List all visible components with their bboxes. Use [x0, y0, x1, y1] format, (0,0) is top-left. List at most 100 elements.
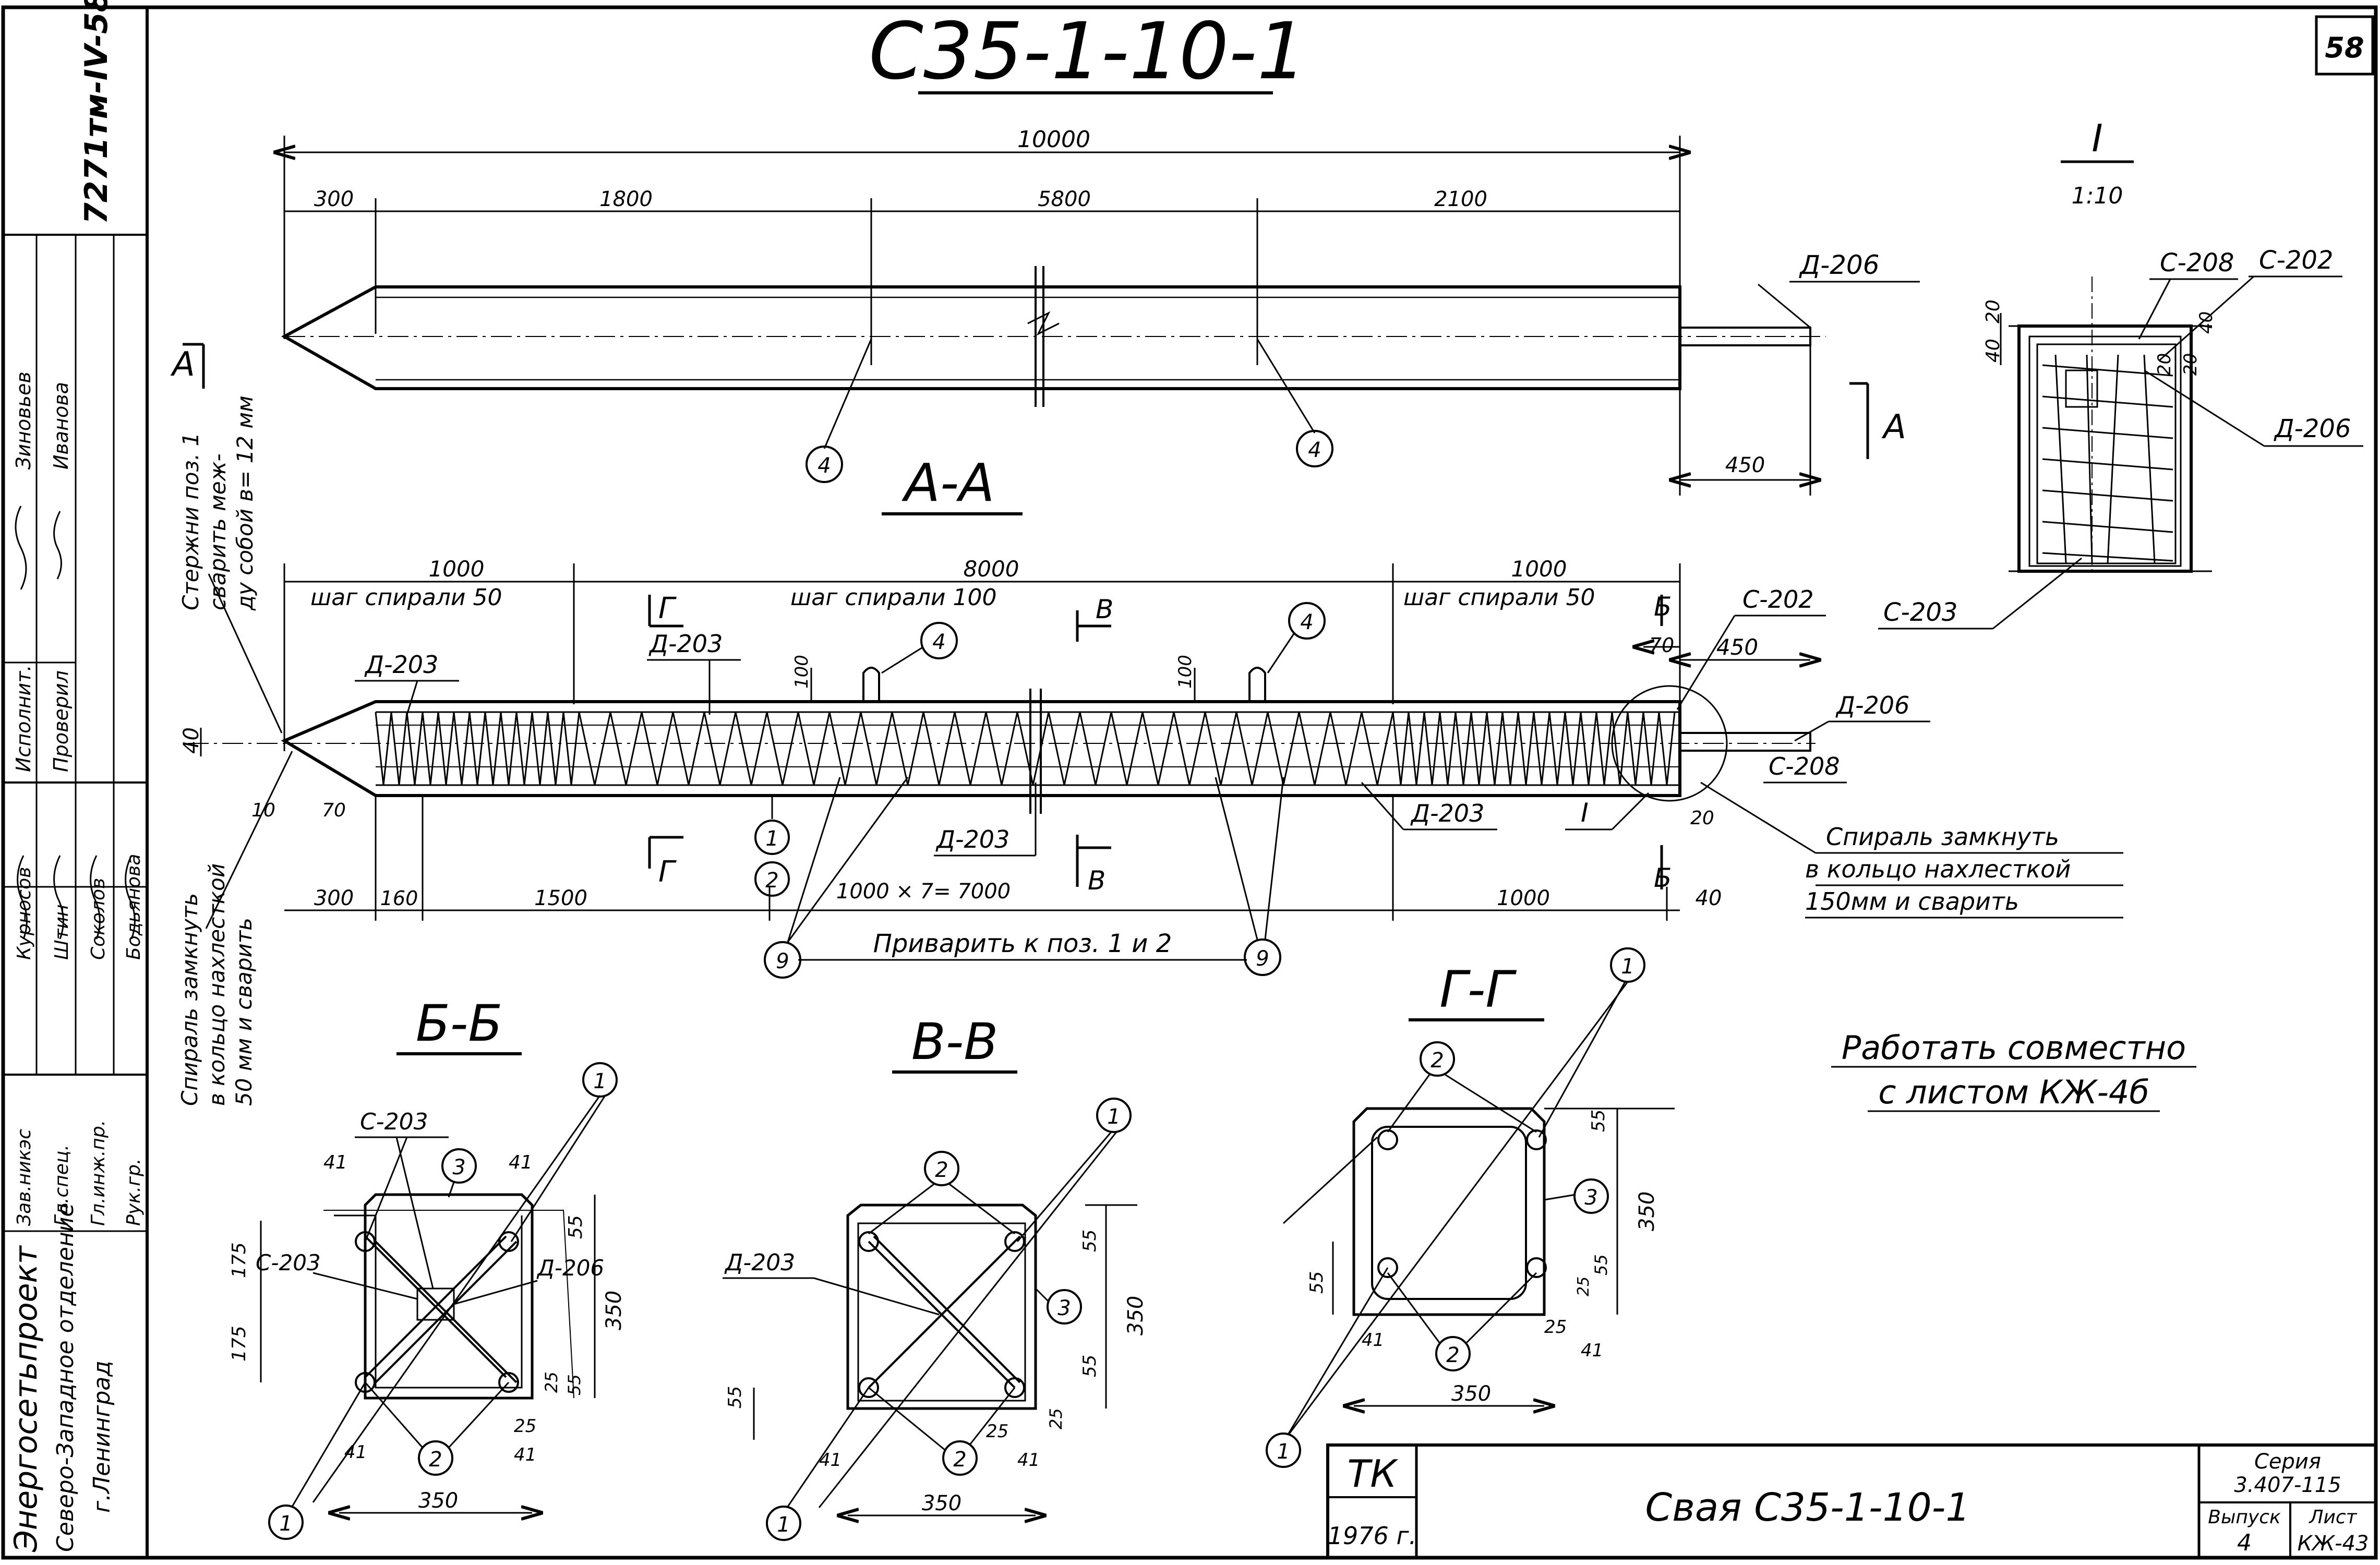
signature-scribble	[90, 855, 101, 940]
lifting-loop	[862, 667, 880, 702]
dim-5800: 5800	[1038, 187, 1091, 211]
position-balloon-2	[1435, 1336, 1471, 1371]
svg-text:4: 4	[1300, 610, 1313, 634]
stamp-name-2: Иванова	[50, 382, 73, 469]
drawing-name: Свая С35-1-10-1	[1645, 1485, 1970, 1530]
series-label: Серия	[2254, 1450, 2321, 1474]
dim-175-bb-1: 175	[229, 1242, 250, 1278]
section-b-b: Б-Б С-203 С-203 Д-206 41 41 175 175 55 3…	[229, 994, 626, 1540]
dim-55-gg-l: 55	[1306, 1271, 1327, 1294]
label-d203-4: Д-203	[1410, 799, 1484, 827]
svg-text:1: 1	[777, 1513, 790, 1537]
label-d203-1: Д-203	[364, 651, 438, 679]
note-spiral-end-2: в кольцо нахлесткой	[1805, 855, 2071, 883]
stamp-role-4: Гл.спец.	[51, 1145, 73, 1226]
dim-25-gg-r: 25	[1544, 1317, 1567, 1338]
svg-text:2: 2	[1446, 1343, 1459, 1367]
pile-outline-top	[281, 285, 1681, 390]
top-view: 10000 300 1800 5800 2100 Д-206 450 А А	[170, 126, 1920, 496]
pitch-label-middle: шаг спирали 100	[790, 584, 996, 611]
dim-40-detail: 40	[1982, 339, 2004, 363]
position-balloon-2	[418, 1440, 453, 1476]
position-balloon-1	[1096, 1098, 1132, 1133]
section-mark-a-left: А	[170, 345, 195, 384]
notes-left: Стержни поз. 1 сварить меж- ду собой в= …	[177, 395, 2196, 1112]
section-mark-a-right: А	[1881, 408, 1906, 447]
signature-scribble	[53, 511, 62, 580]
dim-55-vv-r: 55	[1079, 1230, 1100, 1252]
section-gg-title: Г-Г	[1439, 960, 1517, 1019]
dim-1000-left: 1000	[429, 556, 485, 582]
note-spiral-end-1: Спираль замкнуть	[1826, 823, 2059, 851]
label-c203-bb-top: С-203	[360, 1109, 428, 1135]
organization-city: г.Ленинград	[89, 1361, 115, 1513]
position-balloon-1	[268, 1504, 304, 1540]
svg-text:3: 3	[1584, 1186, 1597, 1210]
sheet-label: Лист	[2308, 1507, 2357, 1528]
note-spiral-tip-3: 50 мм и сварить	[231, 918, 257, 1106]
dim-350-bb-v: 350	[602, 1291, 626, 1330]
position-balloon-2	[924, 1151, 959, 1186]
dim-350-vv-v: 350	[1124, 1296, 1148, 1335]
dim-350-gg-v: 350	[1635, 1191, 1659, 1231]
square-outline	[1352, 1107, 1546, 1316]
label-d206-top: Д-206	[1799, 250, 1880, 280]
dim-41-vv-l: 41	[819, 1450, 842, 1471]
sheet-value: КЖ-43	[2298, 1532, 2369, 1556]
dim-55-vv-r2: 55	[1079, 1355, 1100, 1377]
svg-text:1: 1	[1277, 1440, 1290, 1464]
label-c208-end: С-208	[1769, 752, 1840, 780]
note-bars-tip-3: ду собой в= 12 мм	[232, 395, 258, 611]
organization-name: Энергосетьпроект	[8, 1245, 44, 1552]
note-work-2: с листом КЖ-4б	[1878, 1073, 2149, 1111]
dim-25-bb-b: 25	[514, 1416, 536, 1437]
dim-55-gg-r2: 55	[1591, 1254, 1611, 1275]
dim-350-vv-h: 350	[922, 1491, 961, 1515]
position-balloon-1	[1266, 1432, 1301, 1468]
note-spiral-tip-2: в кольцо нахлесткой	[204, 863, 230, 1106]
drawing-title: С35-1-10-1	[869, 6, 1307, 97]
detail-i-callout-circle	[1611, 685, 1728, 802]
dim-20-detail: 20	[1982, 299, 2004, 323]
position-balloon-4	[1296, 430, 1333, 467]
dim-70-tip: 70	[322, 800, 346, 821]
signature-scribble	[53, 855, 64, 940]
dim-10000: 10000	[1017, 126, 1090, 153]
series-value: 3.407-115	[2234, 1473, 2341, 1497]
detail-i: I 1:10 40 20 40 20 20 С-208 С-202 Д-206 …	[1878, 116, 2363, 630]
dim-350-gg-h: 350	[1451, 1382, 1491, 1406]
dim-20-detail-r: 20	[2180, 353, 2201, 376]
square-outline	[846, 1203, 1037, 1410]
stamp-role-5: Гл.инж.пр.	[88, 1120, 109, 1226]
dim-100-loop-2: 100	[1175, 655, 1196, 689]
svg-text:2: 2	[765, 869, 778, 893]
dim-40-detail-r: 40	[2196, 311, 2217, 334]
side-stamp: 7271тм-IV-58 Исполнит. Зиновьев Проверил…	[3, 0, 148, 1558]
svg-text:4: 4	[1308, 438, 1321, 462]
position-balloon-2	[1420, 1041, 1455, 1077]
note-bars-tip-1: Стержни поз. 1	[178, 432, 203, 610]
dim-100-loop-1: 100	[791, 655, 812, 689]
stamp-name-1: Зиновьев	[12, 371, 35, 469]
dim-1800: 1800	[599, 187, 653, 211]
dim-160: 160	[380, 887, 418, 910]
svg-text:9: 9	[776, 949, 789, 973]
dim-20-end: 20	[1690, 808, 1714, 829]
note-spiral-tip-1: Спираль замкнуть	[177, 893, 202, 1106]
section-aa-title: А-А	[901, 452, 995, 513]
section-g-g: Г-Г 2 1 3 1 2 55 350 55 55 25 41	[1266, 947, 1675, 1468]
dim-41-bb-r: 41	[509, 1152, 533, 1173]
dim-25-vv: 25	[986, 1421, 1008, 1442]
dim-25-vv-r: 25	[1046, 1408, 1066, 1429]
issue-value: 4	[2237, 1530, 2252, 1556]
dim-55-gg-r: 55	[1588, 1110, 1609, 1132]
dim-41-vv-r: 41	[1017, 1450, 1040, 1471]
lifting-loop	[1248, 667, 1266, 702]
label-d203-vv: Д-203	[724, 1249, 795, 1276]
label-d206-bb: Д-206	[536, 1255, 604, 1281]
stamp-role-2: Проверил	[50, 670, 73, 772]
svg-text:1: 1	[765, 827, 778, 851]
dim-2100: 2100	[1434, 187, 1487, 211]
svg-text:3: 3	[1057, 1296, 1071, 1320]
